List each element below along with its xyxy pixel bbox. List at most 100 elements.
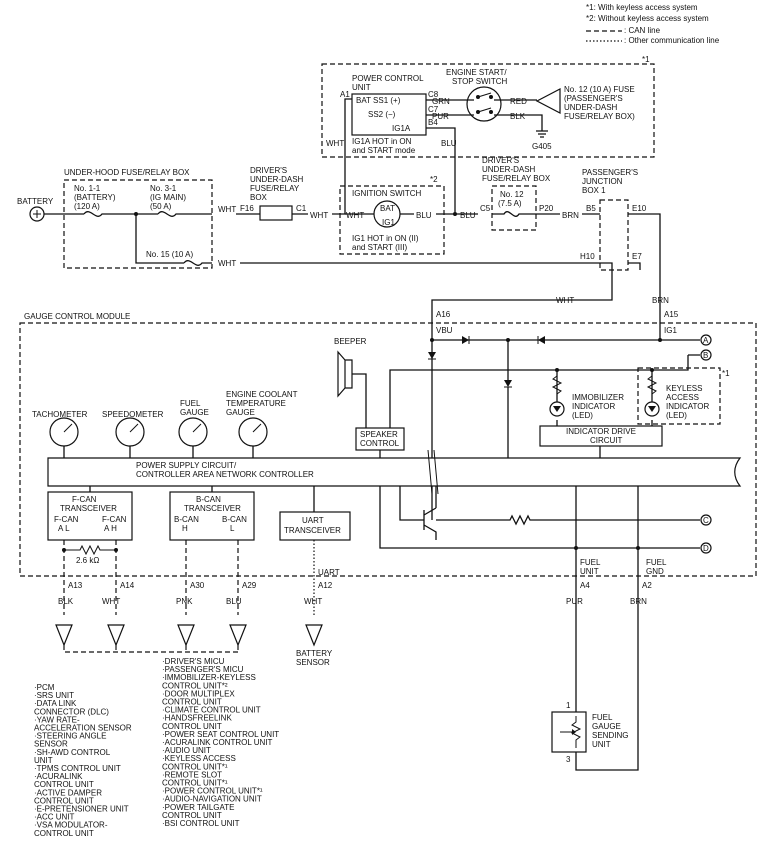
fcan-h-2: A H bbox=[104, 524, 117, 533]
fuse-15-symbol bbox=[183, 260, 208, 266]
pin-a1: A1 bbox=[340, 90, 350, 99]
wire-wht-3: WHT bbox=[310, 211, 328, 220]
pcu-wiring bbox=[344, 98, 548, 212]
fuse-3-1-label-a: No. 3-1 bbox=[150, 184, 177, 193]
ect-gauge-label-3: GAUGE bbox=[226, 408, 255, 417]
tachometer-label: TACHOMETER bbox=[32, 410, 88, 419]
bcan-list-item: CONTROL UNIT bbox=[162, 698, 222, 707]
fuel-sending-unit: 1 3 FUEL GAUGE SENDING UNIT bbox=[551, 600, 639, 771]
fcan-list-item: UNIT bbox=[34, 756, 53, 765]
sender-label-1: FUEL bbox=[592, 713, 613, 722]
power-control-title-2: UNIT bbox=[352, 83, 371, 92]
fuse-12-label-3: UNDER-DASH bbox=[564, 103, 618, 112]
fcan-list-item: ·TPMS CONTROL UNIT bbox=[34, 764, 121, 773]
pin-p20: P20 bbox=[539, 204, 554, 213]
fcan-transceiver bbox=[47, 491, 133, 541]
bcan-list-item: ·POWER TAILGATE bbox=[162, 803, 234, 812]
start-switch-title-1: ENGINE START/ bbox=[446, 68, 507, 77]
psc-label-1: POWER SUPPLY CIRCUIT/ bbox=[136, 461, 237, 470]
pin-b4: B4 bbox=[428, 118, 438, 127]
bcan-list-item: ·HANDSFREELINK bbox=[162, 714, 232, 723]
pin-a2: A2 bbox=[642, 581, 652, 590]
power-supply-circuit-bar bbox=[47, 457, 742, 487]
ign-switch-mark: *2 bbox=[430, 175, 438, 184]
junction-title-1: PASSENGER'S bbox=[582, 168, 638, 177]
driver-box1-title-2: UNDER-DASH bbox=[250, 175, 304, 184]
fcan-list-item: CONTROL UNIT bbox=[34, 796, 94, 805]
battery-label: BATTERY bbox=[17, 197, 54, 206]
uart-connector bbox=[305, 624, 323, 647]
pin-a30: A30 bbox=[190, 581, 205, 590]
pin-a12: A12 bbox=[318, 581, 333, 590]
fuse-3-1-label-c: (50 A) bbox=[150, 202, 172, 211]
bcan-list-item: ·POWER CONTROL UNIT*¹ bbox=[162, 787, 263, 796]
speaker-control-2: CONTROL bbox=[360, 439, 400, 448]
battery-sensor-2: SENSOR bbox=[296, 658, 330, 667]
fuel-gnd-label-1: FUEL bbox=[646, 558, 667, 567]
battery-sensor-1: BATTERY bbox=[296, 649, 333, 658]
sender-label-3: SENDING bbox=[592, 731, 628, 740]
keyless-led-mark: *1 bbox=[722, 369, 730, 378]
bcan-list-item: ·AUDIO-NAVIGATION UNIT bbox=[162, 795, 262, 804]
wire-wht-2: WHT bbox=[218, 259, 236, 268]
wire-blk-label: BLK bbox=[58, 597, 74, 606]
speedometer-label: SPEEDOMETER bbox=[102, 410, 164, 419]
driver-under-dash-box-2: DRIVER'S UNDER-DASH FUSE/RELAY BOX No. 1… bbox=[480, 156, 600, 231]
wire-wht-4: WHT bbox=[556, 296, 574, 305]
under-hood-frame bbox=[63, 179, 213, 269]
bcan-list-item: ·POWER SEAT CONTROL UNIT bbox=[162, 730, 279, 739]
fcan-list-item: ·PCM bbox=[34, 683, 55, 692]
wire-wht-label: WHT bbox=[102, 597, 120, 606]
immobilizer-label-1: IMMOBILIZER bbox=[572, 393, 624, 402]
keyless-label-3: INDICATOR bbox=[666, 402, 709, 411]
gcm-frame bbox=[19, 322, 757, 577]
indicator-drive-1: INDICATOR DRIVE bbox=[566, 427, 636, 436]
ground-label: G405 bbox=[532, 142, 552, 151]
wire-red: RED bbox=[510, 97, 527, 106]
fcan-title-1: F-CAN bbox=[72, 495, 97, 504]
fuse-1-1-symbol bbox=[83, 211, 108, 217]
pin-c8: C8 bbox=[428, 90, 439, 99]
pin-c7: C7 bbox=[428, 105, 439, 114]
under-hood-fuse-box: UNDER-HOOD FUSE/RELAY BOX No. 1-1 (BATTE… bbox=[63, 168, 236, 269]
fcan-list-item: CONTROL UNIT bbox=[34, 829, 94, 838]
ect-gauge-label-1: ENGINE COOLANT bbox=[226, 390, 298, 399]
under-hood-title: UNDER-HOOD FUSE/RELAY BOX bbox=[64, 168, 190, 177]
connector-b bbox=[700, 349, 712, 361]
uart-title-1: UART bbox=[302, 516, 324, 525]
fcan-title-2: TRANSCEIVER bbox=[60, 504, 117, 513]
bcan-list-item: ·DRIVER'S MICU bbox=[162, 657, 225, 666]
pin-a4: A4 bbox=[580, 581, 590, 590]
ign-switch-ig1: IG1 bbox=[382, 218, 395, 227]
connector-c-label: C bbox=[703, 516, 709, 525]
fuse-1-1-label-b: (BATTERY) bbox=[74, 193, 116, 202]
module-pins: A13 A14 A30 A29 A12 A4 A2 BLK WHT PNK BL… bbox=[58, 581, 652, 606]
keyless-label-4: (LED) bbox=[666, 411, 687, 420]
bcan-l-connector bbox=[229, 624, 247, 647]
gauge-control-module: GAUGE CONTROL MODULE A16 VBU A15 IG1 A B… bbox=[19, 310, 757, 615]
fcan-list-item: SENSOR bbox=[34, 740, 68, 749]
ignition-switch: *2 IGNITION SWITCH BAT IG1 WHT BLU IG1 H… bbox=[339, 175, 478, 255]
fcan-list-item: CONTROL UNIT bbox=[34, 780, 94, 789]
start-switch-symbol bbox=[466, 86, 502, 122]
bcan-list-item: ·KEYLESS ACCESS bbox=[162, 754, 236, 763]
passenger-junction-box: PASSENGER'S JUNCTION BOX 1 B5 E10 H10 E7… bbox=[240, 168, 669, 322]
start-switch-title-2: STOP SWITCH bbox=[452, 77, 507, 86]
legend-other-line: : Other communication line bbox=[624, 36, 720, 45]
power-control-note-1: IG1A HOT in ON bbox=[352, 137, 412, 146]
keyless-system-mark: *1 bbox=[642, 55, 650, 64]
fcan-list-item: ·ACC UNIT bbox=[34, 813, 75, 822]
ign-switch-title: IGNITION SWITCH bbox=[352, 189, 422, 198]
fuse-12-amp-1: No. 12 bbox=[500, 190, 524, 199]
driver-box2-title-3: FUSE/RELAY BOX bbox=[482, 174, 551, 183]
fuse-1-1-label-a: No. 1-1 bbox=[74, 184, 101, 193]
fuse-connector-symbol bbox=[535, 88, 561, 114]
immobilizer-label-2: INDICATOR bbox=[572, 402, 615, 411]
driver-box2-title-2: UNDER-DASH bbox=[482, 165, 536, 174]
fcan-list-item: ·ACURALINK bbox=[34, 772, 83, 781]
fuel-gauge-label-1: FUEL bbox=[180, 399, 201, 408]
junction-title-2: JUNCTION bbox=[582, 177, 623, 186]
speedometer-gauge bbox=[115, 417, 145, 447]
